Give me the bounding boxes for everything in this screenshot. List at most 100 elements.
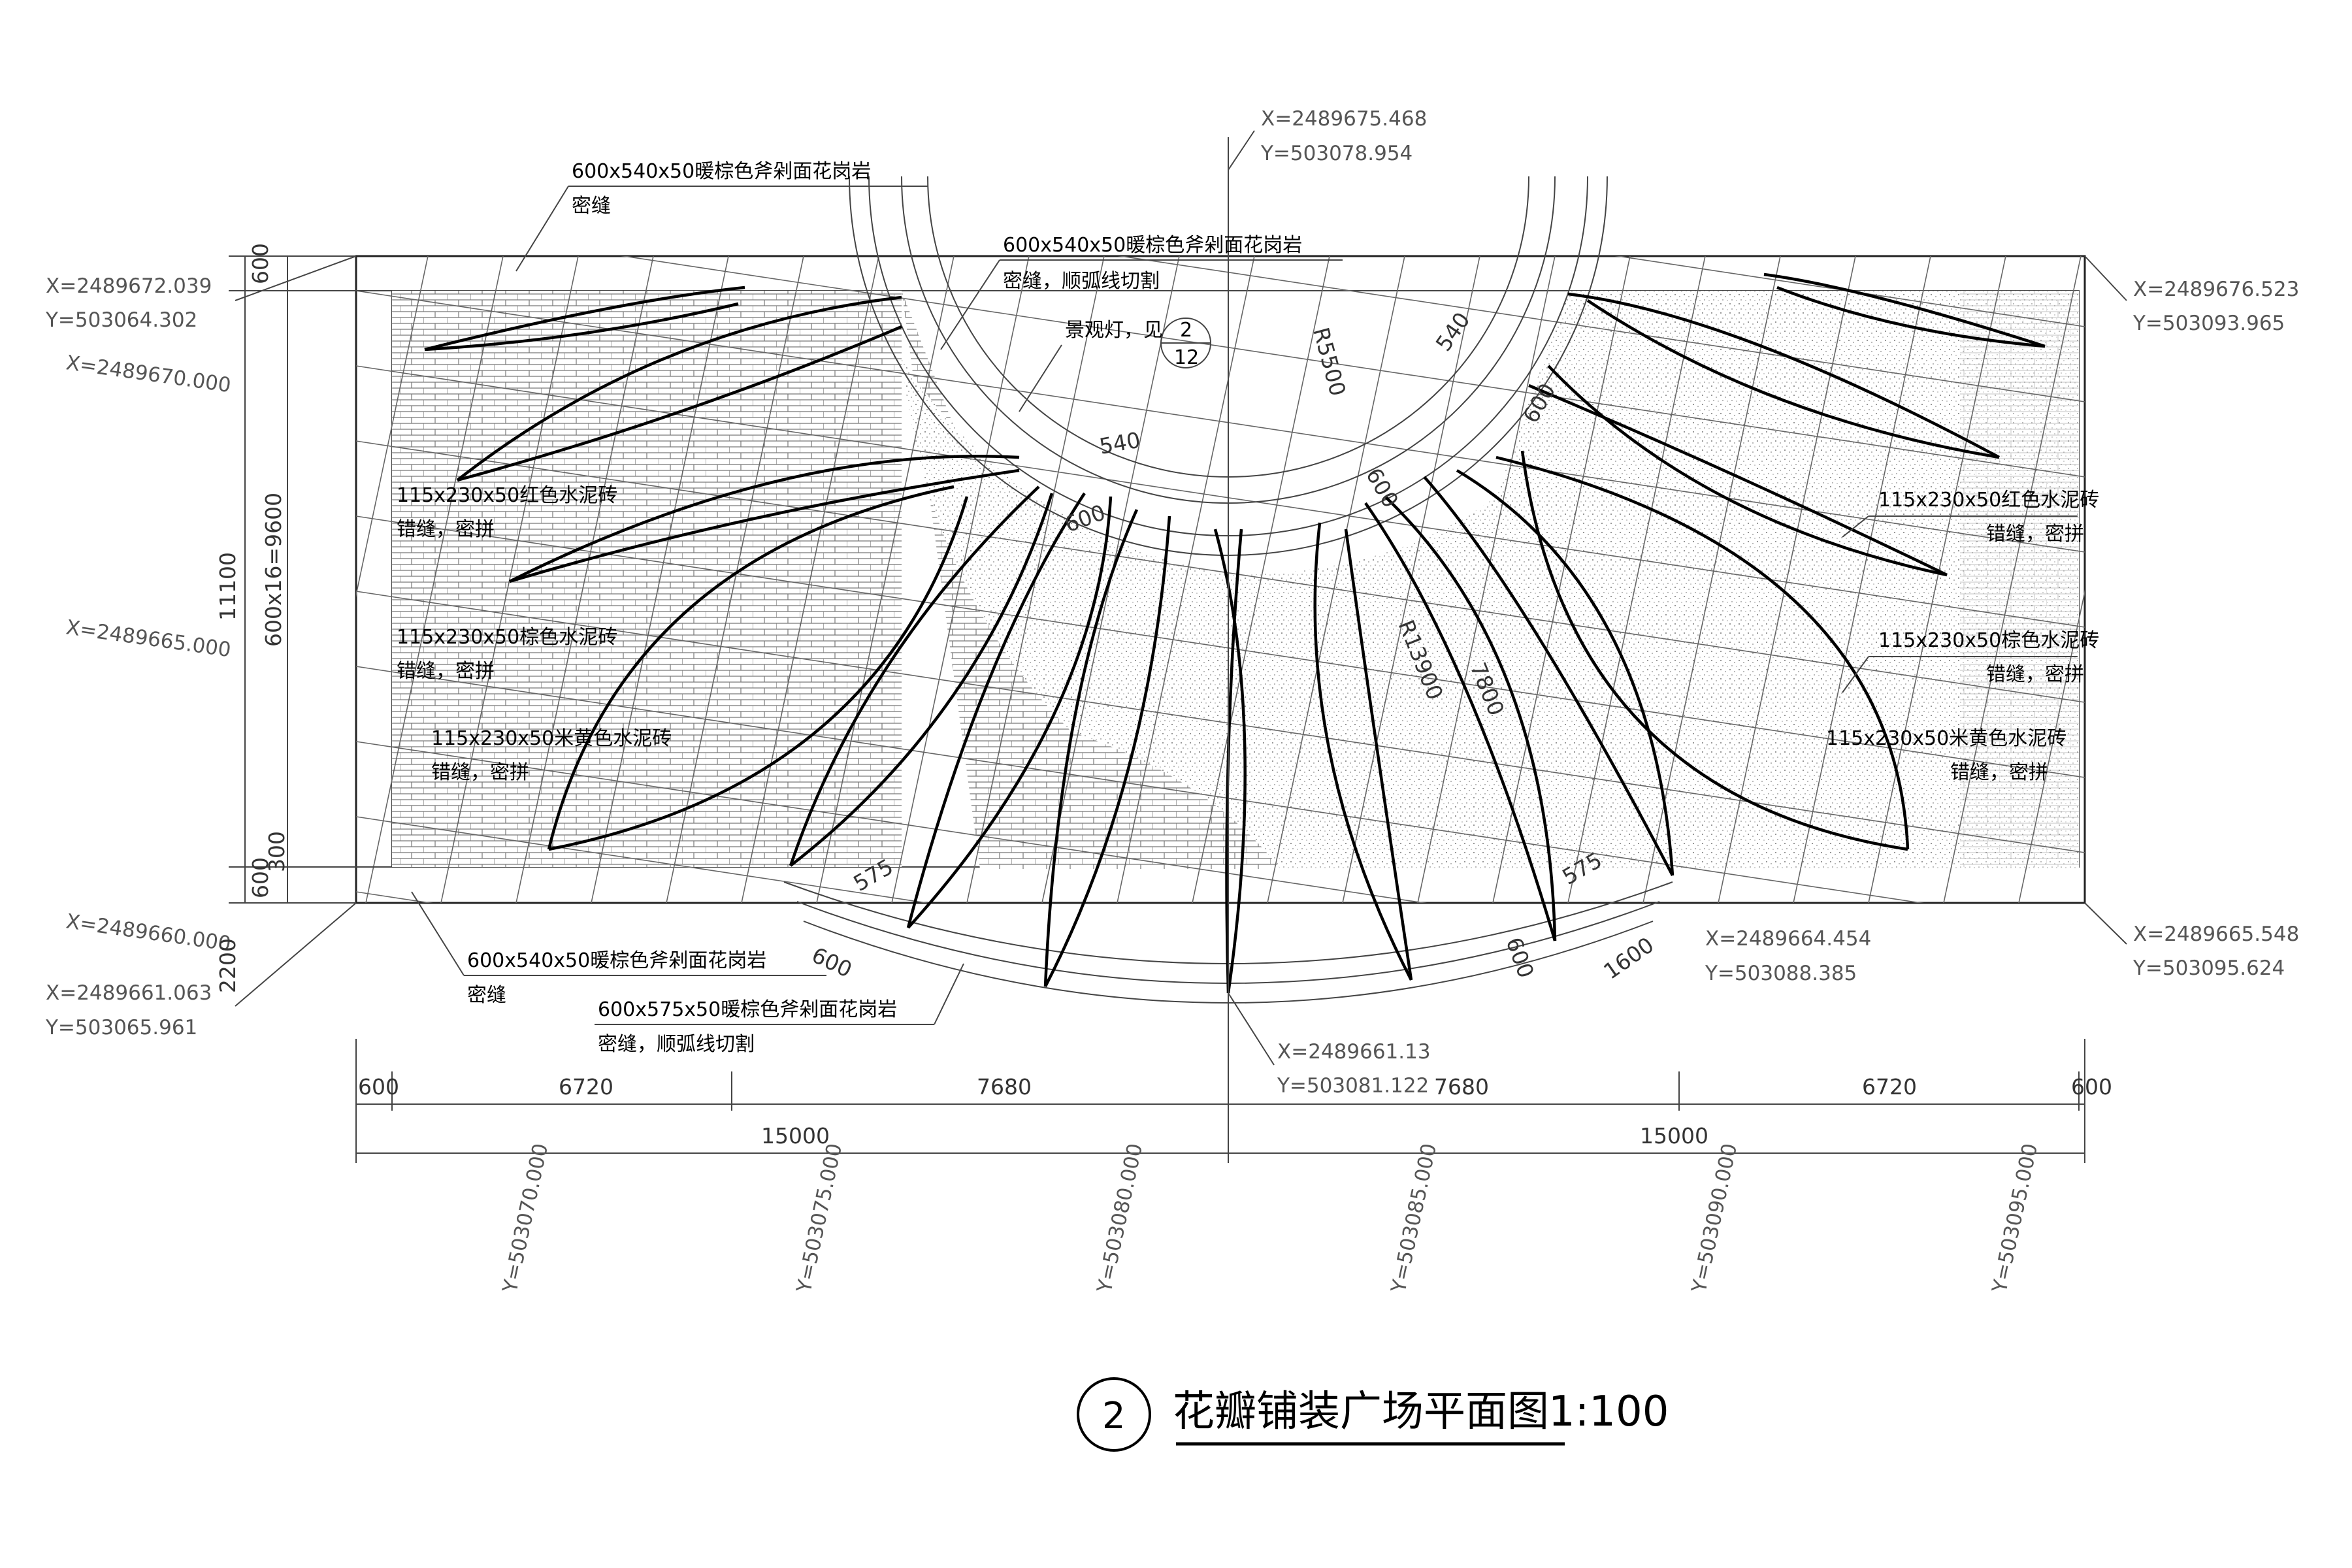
grid-line-y xyxy=(1642,256,1781,903)
label-yellow-brick-right-2: 错缝，密拼 xyxy=(1950,761,2048,784)
grid-line-y xyxy=(1868,256,2006,903)
dim-left-300: 300 xyxy=(264,831,289,872)
coord-top-right-x: X=2489676.523 xyxy=(2133,278,2299,301)
grid-label-y6: Y=503095.000 xyxy=(1987,1141,2042,1296)
grid-label-y2: Y=503075.000 xyxy=(792,1141,847,1296)
lamp-reference-bubble: 2 12 xyxy=(1160,318,1211,369)
grid-line-x xyxy=(620,256,2085,478)
grid-label-x2: X=2489665.000 xyxy=(65,615,233,662)
dim-600e: 600 xyxy=(1501,934,1539,981)
brick-fill-right xyxy=(1960,291,2079,867)
label-granite-bottom-arc-2: 密缝，顺弧线切割 xyxy=(598,1033,755,1056)
label-granite-bottom-1: 600x540x50暖棕色斧剁面花岗岩 xyxy=(467,949,766,972)
grid-line-y xyxy=(2094,256,2231,903)
grid-line-y xyxy=(365,256,504,903)
grid-label-y5: Y=503090.000 xyxy=(1687,1141,1742,1296)
grid-line-y xyxy=(1192,256,1330,903)
dim-half1: 15000 xyxy=(761,1123,830,1149)
grid-label-y3: Y=503080.000 xyxy=(1092,1141,1147,1296)
label-brown-brick-left-1: 115x230x50棕色水泥砖 xyxy=(397,626,617,649)
dim-left-2200: 2200 xyxy=(215,938,240,993)
dim-seg2: 6720 xyxy=(559,1074,613,1100)
coord-top-center-y: Y=503078.954 xyxy=(1260,142,1413,165)
coord-inner-right-y: Y=503088.385 xyxy=(1705,962,1857,985)
coordinate-callouts: X=2489675.468 Y=503078.954 X=2489672.039… xyxy=(45,107,2299,1098)
grid-line-y xyxy=(2018,589,2085,903)
label-granite-top-2: 密缝 xyxy=(572,195,611,218)
dim-seg3: 7680 xyxy=(977,1074,1032,1100)
grid-label-x1: X=2489670.000 xyxy=(65,351,233,397)
grid-line-x xyxy=(356,816,930,903)
label-brown-brick-right-2: 错缝，密拼 xyxy=(1986,663,2084,686)
grid-line-y xyxy=(1492,256,1631,903)
coord-bottom-center-x: X=2489661.13 xyxy=(1277,1040,1431,1064)
dim-seg5: 6720 xyxy=(1862,1074,1917,1100)
drawing-title-block: 2 花瓣铺装广场平面图 1:100 xyxy=(1077,1377,1669,1452)
stipple-fill-center xyxy=(902,291,2079,869)
grid-line-y xyxy=(440,256,579,903)
petal-shapes xyxy=(424,272,2046,994)
grid-line-x xyxy=(356,741,1428,903)
grid-line-y xyxy=(666,256,804,903)
coord-bottom-left-x: X=2489661.063 xyxy=(46,981,212,1005)
dim-left-top: 600 xyxy=(248,243,273,284)
grid-line-y xyxy=(140,256,278,903)
grid-label-x3: X=2489660.000 xyxy=(65,909,233,956)
grid-line-y xyxy=(816,256,955,903)
dim-1600: 1600 xyxy=(1599,932,1658,984)
grid-line-y xyxy=(515,256,654,903)
dim-600d: 600 xyxy=(808,942,857,983)
label-red-brick-right-1: 115x230x50红色水泥砖 xyxy=(1878,489,2099,512)
dim-left-mid: 600x16=9600 xyxy=(261,493,286,647)
lamp-ref-den: 12 xyxy=(1174,346,1199,369)
dim-seg4: 7680 xyxy=(1434,1074,1489,1100)
dim-half2: 15000 xyxy=(1640,1123,1708,1149)
label-yellow-brick-left-2: 错缝，密拼 xyxy=(431,761,529,784)
coord-top-left-y: Y=503064.302 xyxy=(45,308,197,332)
label-granite-top-1: 600x540x50暖棕色斧剁面花岗岩 xyxy=(572,160,871,183)
label-granite-bottom-arc-1: 600x575x50暖棕色斧剁面花岗岩 xyxy=(598,998,897,1021)
dim-r5500: R5500 xyxy=(1308,325,1350,399)
label-red-brick-left-2: 错缝，密拼 xyxy=(397,518,495,541)
coord-top-right-y: Y=503093.965 xyxy=(2132,312,2285,335)
dim-600b: 600 xyxy=(1061,499,1109,537)
dim-540b: 540 xyxy=(1098,427,1143,459)
coord-bottom-right-x: X=2489665.548 xyxy=(2133,923,2299,946)
grid-line-x xyxy=(356,591,2085,853)
coord-bottom-left-y: Y=503065.961 xyxy=(45,1016,197,1039)
grid-line-y xyxy=(1793,256,1931,903)
label-granite-bottom-2: 密缝 xyxy=(467,984,506,1007)
lamp-ref-num: 2 xyxy=(1180,319,1192,342)
dim-left-total: 11100 xyxy=(215,552,240,621)
grid-line-y xyxy=(891,256,1030,903)
grid-label-y4: Y=503085.000 xyxy=(1386,1141,1441,1296)
label-brown-brick-left-2: 错缝，密拼 xyxy=(397,660,495,683)
title-text: 花瓣铺装广场平面图 xyxy=(1173,1388,1549,1436)
material-annotations: 600x540x50暖棕色斧剁面花岗岩 密缝 600x540x50暖棕色斧剁面花… xyxy=(397,160,2099,1056)
grid-line-y xyxy=(741,256,879,903)
label-red-brick-left-1: 115x230x50红色水泥砖 xyxy=(397,484,617,507)
coord-bottom-center-y: Y=503081.122 xyxy=(1277,1074,1429,1098)
label-brown-brick-right-1: 115x230x50棕色水泥砖 xyxy=(1878,629,2099,652)
grid-line-y xyxy=(1943,256,2082,903)
label-lamp: 景观灯，见 xyxy=(1065,319,1163,342)
dim-seg6: 600 xyxy=(2071,1074,2112,1100)
grid-line-x xyxy=(356,1117,2085,1379)
title-number: 2 xyxy=(1102,1395,1126,1437)
grid-label-y1: Y=503070.000 xyxy=(498,1141,553,1296)
brick-fill-left xyxy=(392,291,1281,869)
grid-line-x xyxy=(356,1042,2085,1303)
grid-line-y xyxy=(1417,256,1556,903)
coord-inner-right-x: X=2489664.454 xyxy=(1705,927,1871,951)
dim-540a: 540 xyxy=(1431,308,1475,356)
grid-line-y xyxy=(0,256,52,903)
grid-line-y xyxy=(1267,256,1405,903)
label-granite-arc-2: 密缝，顺弧线切割 xyxy=(1003,270,1160,293)
grid-line-x xyxy=(356,0,2085,176)
grid-line-x xyxy=(356,515,2085,778)
grid-line-x xyxy=(356,440,2085,703)
coord-top-left-x: X=2489672.039 xyxy=(46,274,212,298)
grid-line-x xyxy=(356,290,2085,553)
dimension-lines xyxy=(229,137,2085,1163)
